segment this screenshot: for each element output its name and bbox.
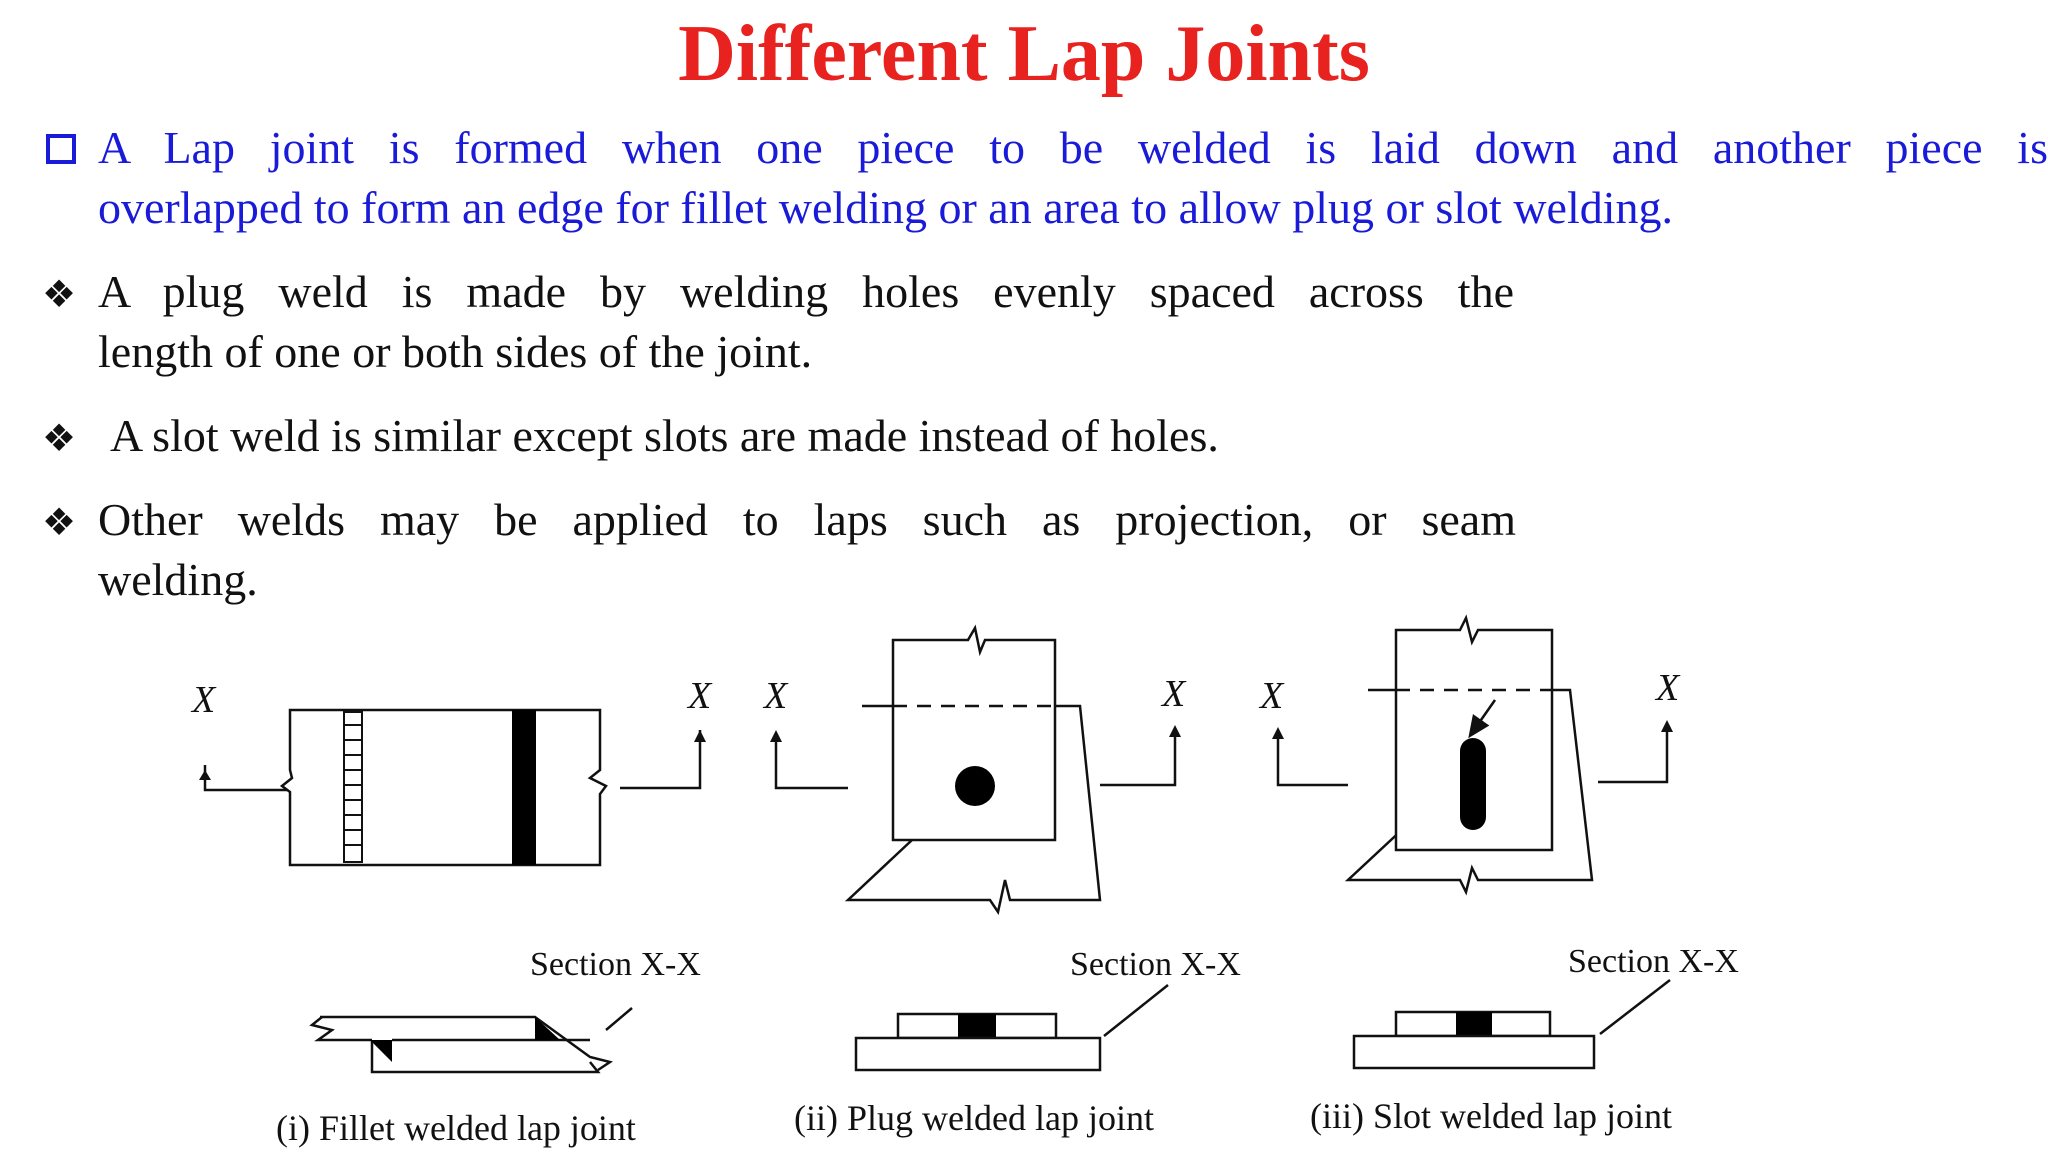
diamond-bullet-icon: ❖ [42,418,77,460]
caption-slot: (iii) Slot welded lap joint [1310,1096,1672,1136]
bullet-1-line-2: length of one or both sides of the joint… [98,325,813,377]
caption-plug: (ii) Plug welded lap joint [794,1098,1154,1138]
slide-title: Different Lap Joints [678,10,1370,98]
section-mark-left: X [1258,675,1285,717]
section-label: Section X-X [1568,943,1739,980]
caption-fillet: (i) Fillet welded lap joint [276,1108,636,1148]
bullet-paragraph-3: Other welds may be applied to laps such … [98,490,1516,610]
section-label: Section X-X [530,946,701,983]
bullet-paragraph-2: A slot weld is similar except slots are … [110,406,1530,466]
fillet-joint-section: Section X-X [309,946,701,1074]
square-bullet-icon [46,134,76,164]
bullet-1-line-1: A plug weld is made by welding holes eve… [98,266,1514,317]
slot-weld [1460,738,1486,830]
plug-joint-plan-view: X X [762,624,1187,916]
diamond-bullet-icon: ❖ [42,502,77,544]
weld-bar [512,710,536,865]
section-mark-right: X [1160,673,1187,715]
section-mark-right: X [686,675,713,717]
intro-paragraph: A Lap joint is formed when one piece to … [98,118,2048,238]
bullet-3-line-2: welding. [98,553,258,605]
bullet-paragraph-1: A plug weld is made by welding holes eve… [98,262,1514,382]
section-mark-left: X [762,675,789,717]
diamond-bullet-icon: ❖ [42,274,77,316]
intro-line-2: overlapped to form an edge for fillet we… [98,181,1674,233]
section-mark-left: X [190,679,217,721]
section-mark-right: X [1654,667,1681,709]
plug-weld-hole [955,766,995,806]
fillet-weld-bead [343,711,363,863]
intro-line-1: A Lap joint is formed when one piece to … [98,122,2048,173]
section-label: Section X-X [1070,946,1241,983]
plug-joint-section: Section X-X [854,946,1241,1072]
slot-joint-section: Section X-X [1352,943,1739,1070]
fillet-joint-plan-view: X X [190,675,713,867]
bullet-2-line-1: A slot weld is similar except slots are … [110,410,1219,461]
bullet-3-line-1: Other welds may be applied to laps such … [98,494,1516,545]
slot-joint-plan-view: X X [1258,614,1681,896]
